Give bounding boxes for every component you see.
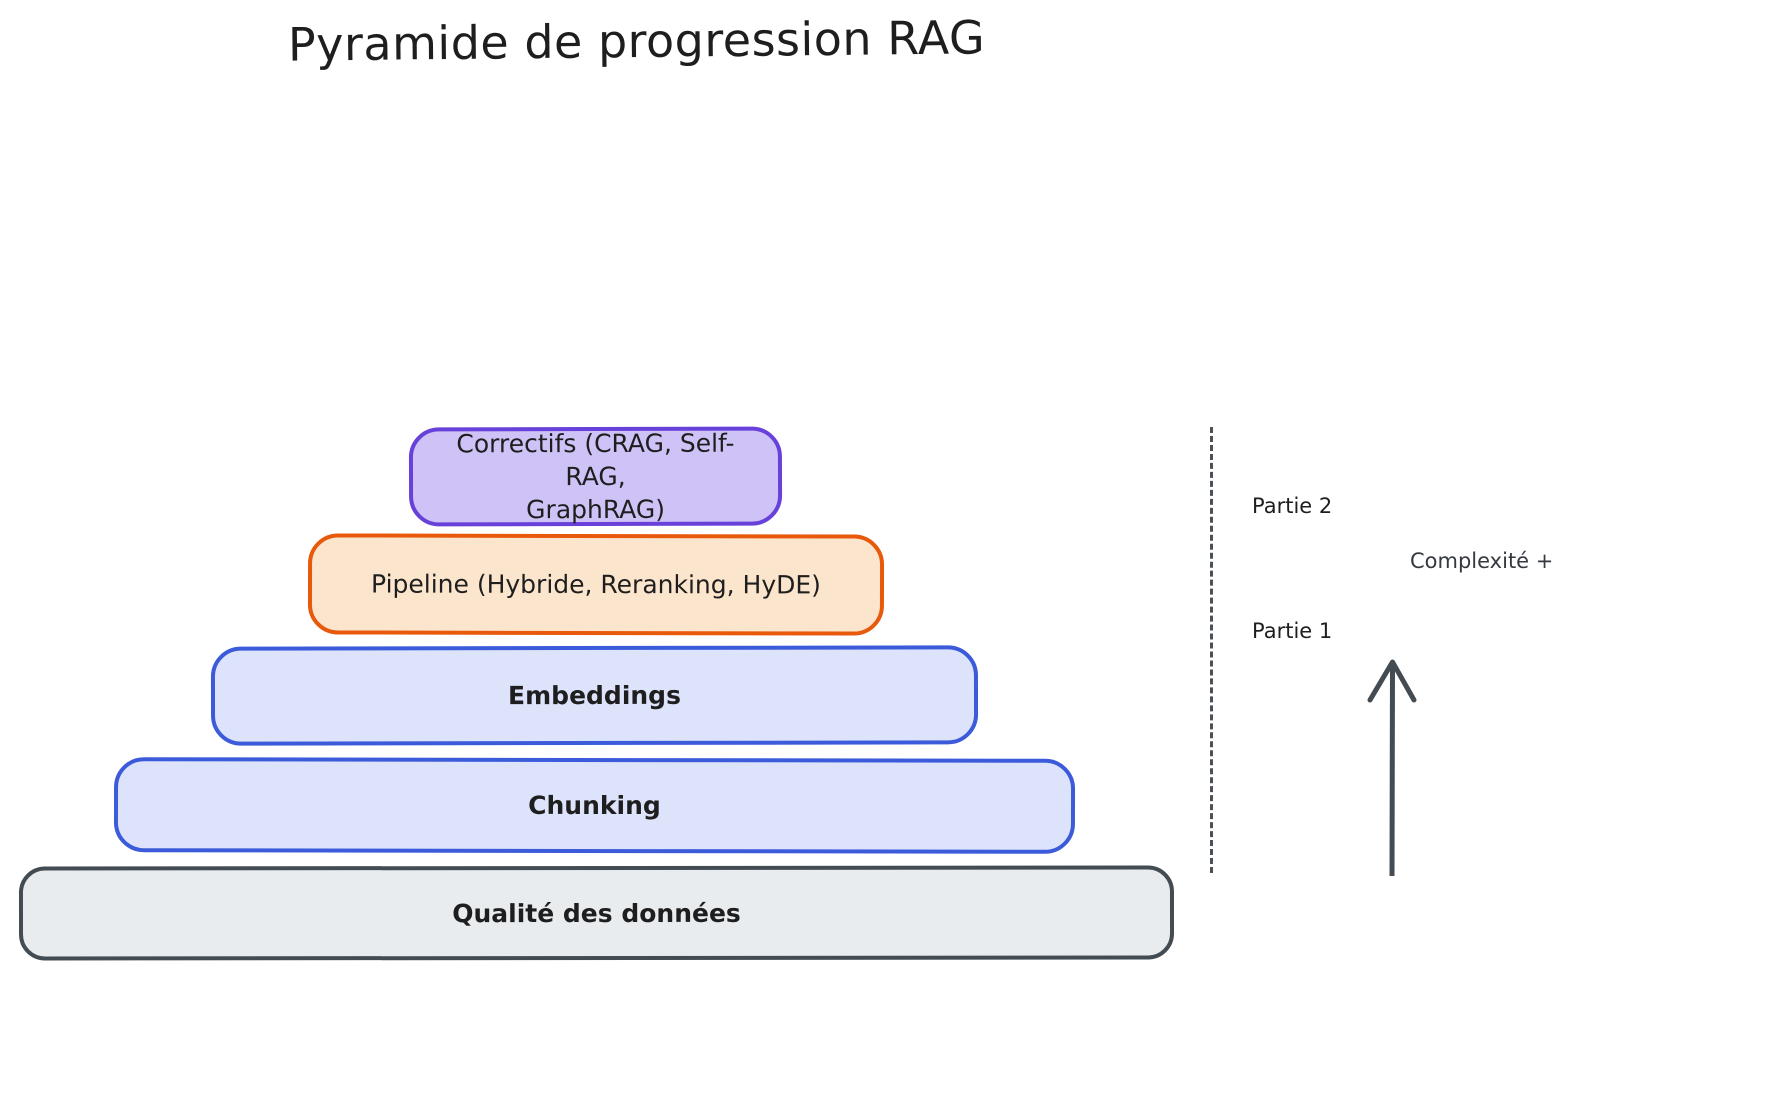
annotation-partie-1: Partie 1 xyxy=(1252,619,1333,643)
pyramid-level-chunking-label: Chunking xyxy=(528,790,661,821)
annotation-complexite: Complexité + xyxy=(1410,549,1554,573)
pyramid-level-pipeline-label: Pipeline (Hybride, Reranking, HyDE) xyxy=(371,569,821,600)
pyramid-level-qualite-des-donnees-label: Qualité des données xyxy=(452,898,741,928)
pyramid-level-chunking: Chunking xyxy=(113,757,1076,854)
pyramid-level-embeddings-label: Embeddings xyxy=(508,680,681,711)
pyramid-level-qualite-des-donnees: Qualité des données xyxy=(18,865,1175,961)
pyramid-diagram: Correctifs (CRAG, Self-RAG, GraphRAG) Pi… xyxy=(18,426,1175,961)
pyramid-level-correctifs-label: Correctifs (CRAG, Self-RAG, GraphRAG) xyxy=(456,428,735,525)
annotation-partie-2: Partie 2 xyxy=(1252,494,1333,518)
pyramid-level-embeddings: Embeddings xyxy=(210,645,979,746)
pyramid-level-pipeline: Pipeline (Hybride, Reranking, HyDE) xyxy=(307,533,885,636)
pyramid-level-correctifs: Correctifs (CRAG, Self-RAG, GraphRAG) xyxy=(408,426,783,527)
arrow-up-icon xyxy=(1367,659,1417,876)
dashed-divider-line xyxy=(1210,427,1213,873)
